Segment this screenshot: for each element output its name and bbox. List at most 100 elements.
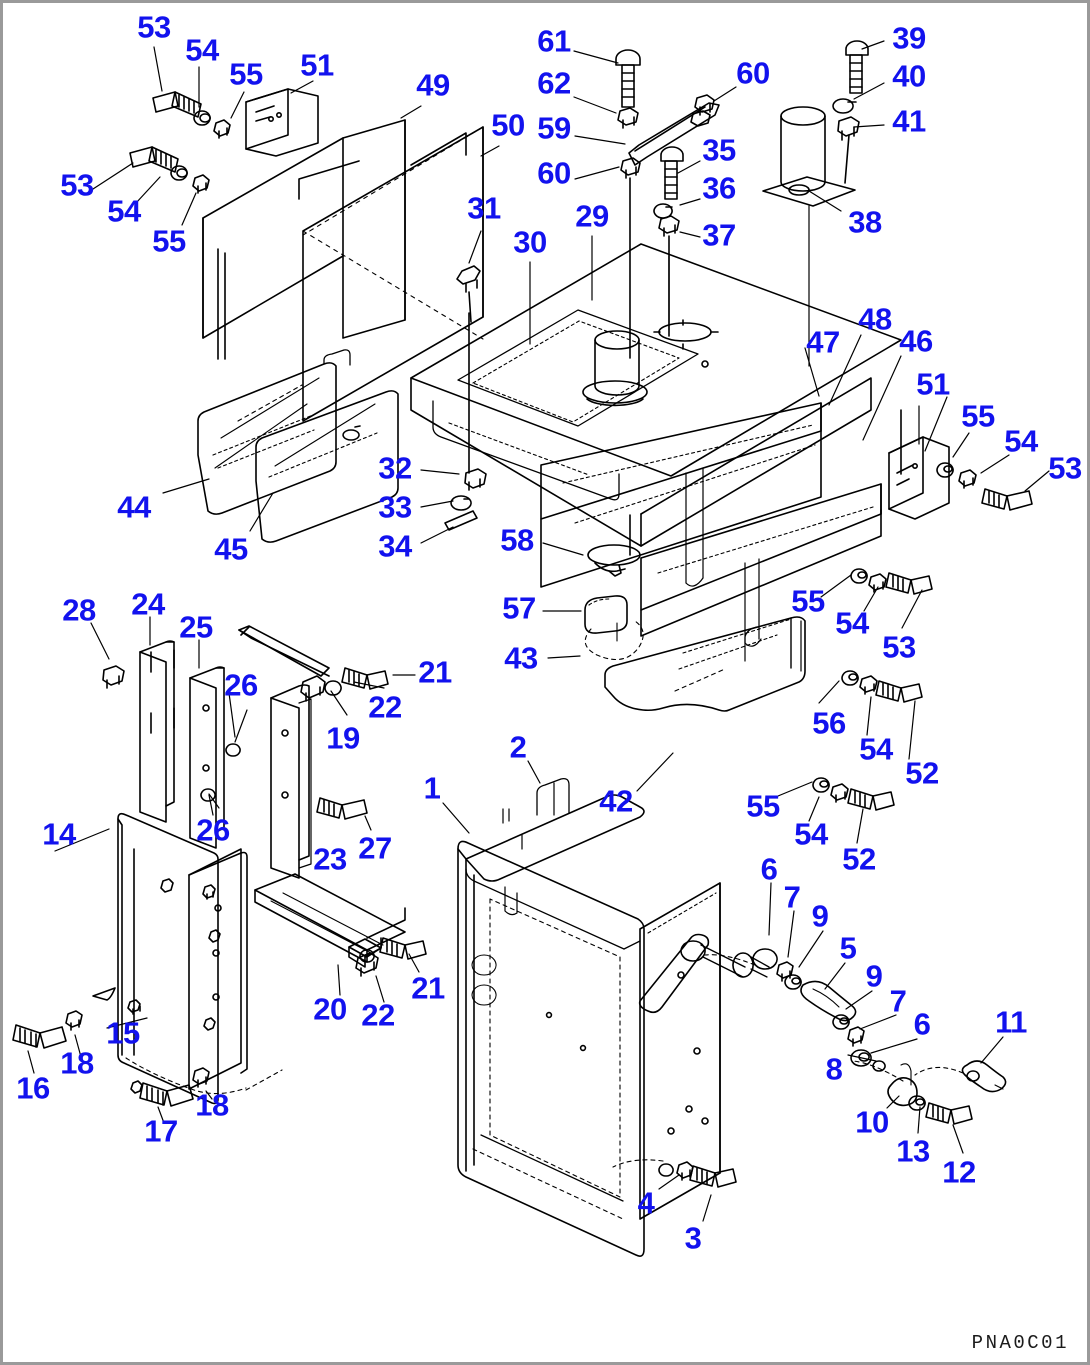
plates-23-24-25 [90, 616, 312, 879]
callout-number-49: 49 [416, 67, 450, 103]
fasteners-3-4 [612, 1159, 737, 1222]
callout-number-50: 50 [491, 107, 525, 143]
callout-number-38: 38 [848, 204, 882, 240]
covers-44-45 [162, 349, 399, 543]
callout-number-62: 62 [537, 65, 571, 101]
callout-number-47: 47 [806, 324, 840, 360]
callout-number-6: 6 [760, 851, 778, 887]
callout-number-43: 43 [504, 640, 538, 676]
callout-number-7: 7 [783, 879, 801, 915]
callout-number-11: 11 [995, 1004, 1027, 1040]
parts-32-33-34 [420, 312, 487, 544]
fastener-group-upper-left [152, 46, 245, 139]
callout-number-9: 9 [865, 958, 883, 994]
callout-number-25: 25 [179, 609, 213, 645]
callout-number-55: 55 [791, 583, 825, 619]
callout-number-7: 7 [889, 983, 907, 1019]
panel-49-50 [202, 105, 500, 422]
callout-number-42: 42 [599, 783, 633, 819]
callout-number-55: 55 [229, 56, 263, 92]
callout-number-53: 53 [1048, 450, 1082, 486]
callout-number-54: 54 [859, 731, 893, 767]
main-frame-1-2 [442, 760, 770, 1257]
callout-number-24: 24 [131, 586, 165, 622]
callout-number-18: 18 [60, 1045, 94, 1081]
callout-number-23: 23 [313, 841, 347, 877]
callout-number-21: 21 [418, 654, 452, 690]
callout-number-53: 53 [137, 9, 171, 45]
callout-number-55: 55 [746, 788, 780, 824]
fasteners-16-17-18 [12, 987, 213, 1124]
callout-number-5: 5 [839, 930, 857, 966]
callout-number-17: 17 [144, 1113, 178, 1149]
cover-43 [547, 655, 581, 659]
callout-number-31: 31 [467, 190, 501, 226]
callout-number-27: 27 [358, 830, 392, 866]
callout-number-41: 41 [892, 103, 926, 139]
callout-number-32: 32 [378, 450, 412, 486]
callout-number-18: 18 [195, 1087, 229, 1123]
callout-number-53: 53 [882, 629, 916, 665]
clip-31 [456, 230, 482, 323]
callout-number-59: 59 [537, 110, 571, 146]
callout-number-22: 22 [361, 997, 395, 1033]
bracket-51-upper [245, 80, 319, 157]
callout-number-35: 35 [702, 132, 736, 168]
callout-number-56: 56 [812, 705, 846, 741]
callout-number-1: 1 [423, 770, 441, 806]
callout-number-12: 12 [942, 1154, 976, 1190]
callout-number-34: 34 [378, 528, 412, 564]
cover-42-assembly [604, 616, 923, 844]
main-deck [410, 235, 902, 547]
callout-number-14: 14 [42, 816, 76, 852]
callout-number-10: 10 [855, 1104, 889, 1140]
caps-57-58 [542, 514, 644, 661]
callout-number-54: 54 [794, 816, 828, 852]
callout-number-28: 28 [62, 592, 96, 628]
callout-number-26: 26 [224, 667, 258, 703]
callout-number-48: 48 [858, 301, 892, 337]
callout-number-53: 53 [60, 167, 94, 203]
callout-number-22: 22 [368, 689, 402, 725]
fastener-group-lower-left [92, 146, 210, 226]
fastener-group-39-40-41-38 [762, 40, 885, 367]
callout-number-54: 54 [835, 605, 869, 641]
callout-number-54: 54 [1004, 423, 1038, 459]
drawing-code: PNA0C01 [971, 1332, 1069, 1354]
callout-number-20: 20 [313, 991, 347, 1027]
callout-number-19: 19 [326, 720, 360, 756]
callout-number-60: 60 [736, 55, 770, 91]
callout-number-51: 51 [300, 47, 334, 83]
callout-number-52: 52 [842, 841, 876, 877]
callout-number-61: 61 [537, 23, 571, 59]
callout-number-2: 2 [509, 729, 527, 765]
callout-number-26: 26 [196, 812, 230, 848]
bolt-27 [316, 797, 372, 831]
callout-number-40: 40 [892, 58, 926, 94]
callout-number-58: 58 [500, 522, 534, 558]
callout-number-8: 8 [825, 1051, 843, 1087]
callout-number-51: 51 [916, 366, 950, 402]
fastener-group-61-62-59-60 [573, 49, 737, 359]
callout-number-55: 55 [152, 223, 186, 259]
callout-number-36: 36 [702, 170, 736, 206]
diagram-artwork [12, 40, 1050, 1257]
callout-number-39: 39 [892, 20, 926, 56]
callout-number-54: 54 [107, 193, 141, 229]
callout-number-44: 44 [117, 489, 151, 525]
rod-19-fasteners [238, 625, 416, 716]
callout-number-9: 9 [811, 898, 829, 934]
callout-number-54: 54 [185, 32, 219, 68]
callout-number-4: 4 [637, 1185, 655, 1221]
callout-number-6: 6 [913, 1006, 931, 1042]
callout-number-3: 3 [684, 1220, 702, 1256]
callout-number-21: 21 [411, 970, 445, 1006]
callout-number-13: 13 [896, 1133, 930, 1169]
fastener-group-35-36-37 [653, 146, 701, 337]
callout-number-45: 45 [214, 531, 248, 567]
bracket-51-right-assembly [888, 396, 1050, 520]
callout-number-52: 52 [905, 755, 939, 791]
callout-number-30: 30 [513, 224, 547, 260]
callout-number-46: 46 [899, 323, 933, 359]
